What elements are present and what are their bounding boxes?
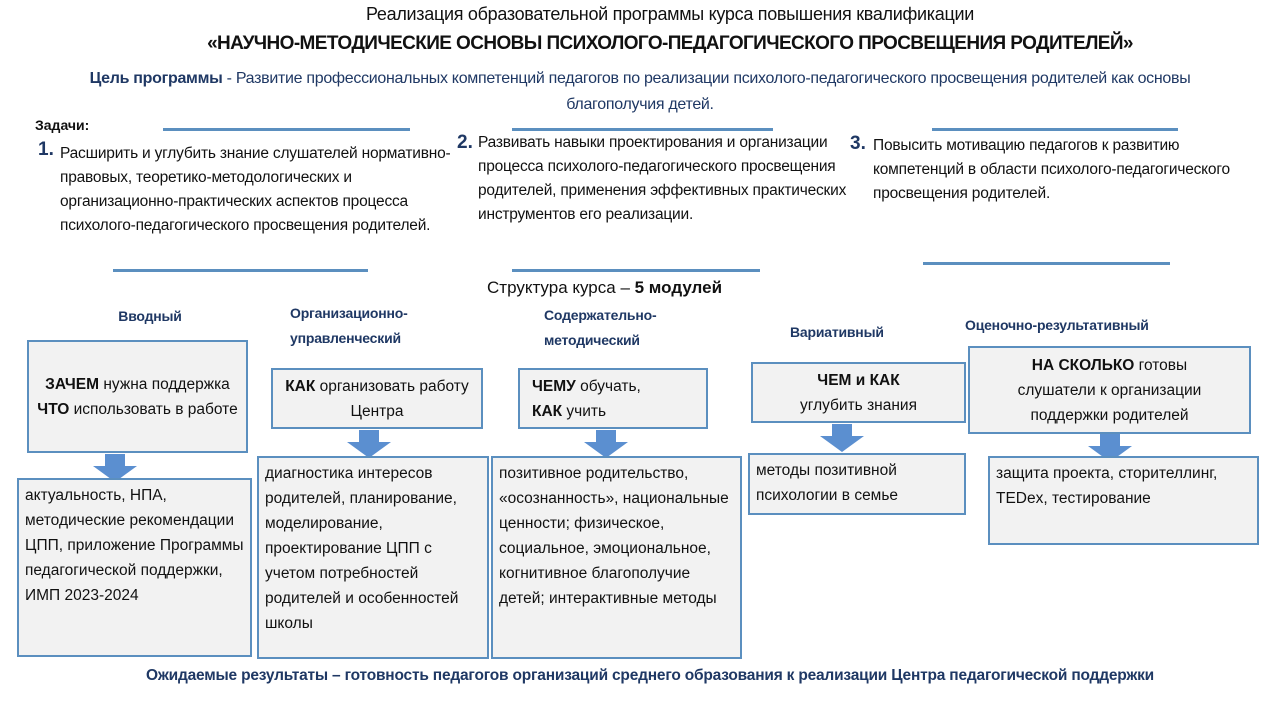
divider — [932, 128, 1178, 131]
module-question-box: НА СКОЛЬКО готовы слушатели к организаци… — [968, 346, 1251, 434]
question-keyword: КАК — [532, 402, 563, 420]
program-goal: Цель программы - Развитие профессиональн… — [40, 66, 1240, 118]
down-arrow-icon — [93, 454, 137, 482]
course-structure-heading: Структура курса – 5 модулей — [487, 278, 722, 298]
task-number: 3. — [850, 133, 866, 154]
structure-prefix: Структура курса – — [487, 278, 635, 297]
down-arrow-icon — [584, 430, 628, 458]
goal-text: - Развитие профессиональных компетенций … — [222, 70, 1191, 113]
question-text: нужна поддержка — [99, 375, 230, 393]
question-text: организовать работу Центра — [315, 377, 469, 420]
question-keyword: НА СКОЛЬКО — [1031, 356, 1135, 374]
structure-count: 5 модулей — [634, 278, 723, 297]
module-content-box: методы позитивной психологии в семье — [748, 453, 966, 515]
question-keyword: ЧЕМУ — [532, 377, 576, 395]
module-heading: Содержательно-методический — [544, 307, 657, 348]
task-text: Расширить и углубить знание слушателей н… — [60, 145, 451, 234]
module-heading: Вводный — [118, 308, 182, 324]
title-line-2: «НАУЧНО-МЕТОДИЧЕСКИЕ ОСНОВЫ ПСИХОЛОГО-ПЕ… — [207, 33, 1133, 54]
divider — [113, 269, 368, 272]
title-line-1: Реализация образовательной программы кур… — [366, 4, 974, 24]
question-text: готовы слушатели к организации поддержки… — [1017, 356, 1202, 424]
question-text: учить — [562, 402, 607, 420]
module-heading: Оценочно-результативный — [965, 317, 1149, 333]
down-arrow-icon — [1088, 434, 1132, 462]
question-text: обучать, — [575, 377, 641, 395]
goal-label: Цель программы — [89, 70, 223, 87]
task-number: 1. — [38, 139, 54, 160]
down-arrow-icon — [347, 430, 391, 458]
question-text: использовать в работе — [69, 400, 238, 418]
module-content-box: диагностика интересов родителей, планиро… — [257, 456, 489, 659]
divider — [512, 269, 760, 272]
divider — [923, 262, 1170, 265]
expected-results: Ожидаемые результаты – готовность педаго… — [146, 667, 1154, 684]
tasks-label: Задачи: — [35, 117, 90, 133]
divider — [512, 128, 773, 131]
divider — [163, 128, 410, 131]
task-text: Повысить мотивацию педагогов к развитию … — [873, 137, 1230, 202]
module-heading: Вариативный — [790, 324, 884, 340]
question-keyword: ЧТО — [37, 400, 70, 418]
module-content-box: актуальность, НПА, методические рекоменд… — [17, 478, 252, 657]
module-content-box: позитивное родительство, «осознанность»,… — [491, 456, 742, 659]
question-text: углубить знания — [800, 396, 917, 414]
question-keyword: КАК — [285, 377, 316, 395]
module-heading: Организационно-управленческий — [290, 305, 408, 346]
question-keyword: ЧЕМ и КАК — [817, 371, 900, 389]
task-number: 2. — [457, 132, 473, 153]
question-keyword: ЗАЧЕМ — [45, 375, 100, 393]
task-text: Развивать навыки проектирования и органи… — [478, 134, 847, 223]
module-content-box: защита проекта, сторителлинг, TEDex, тес… — [988, 456, 1259, 545]
down-arrow-icon — [820, 424, 864, 452]
module-question-box: ЧЕМУ обучать, КАК учить — [518, 368, 708, 429]
module-question-box: КАК организовать работу Центра — [271, 368, 483, 429]
module-question-box: ЧЕМ и КАК углубить знания — [751, 362, 966, 423]
module-question-box: ЗАЧЕМ нужна поддержка ЧТО использовать в… — [27, 340, 248, 453]
